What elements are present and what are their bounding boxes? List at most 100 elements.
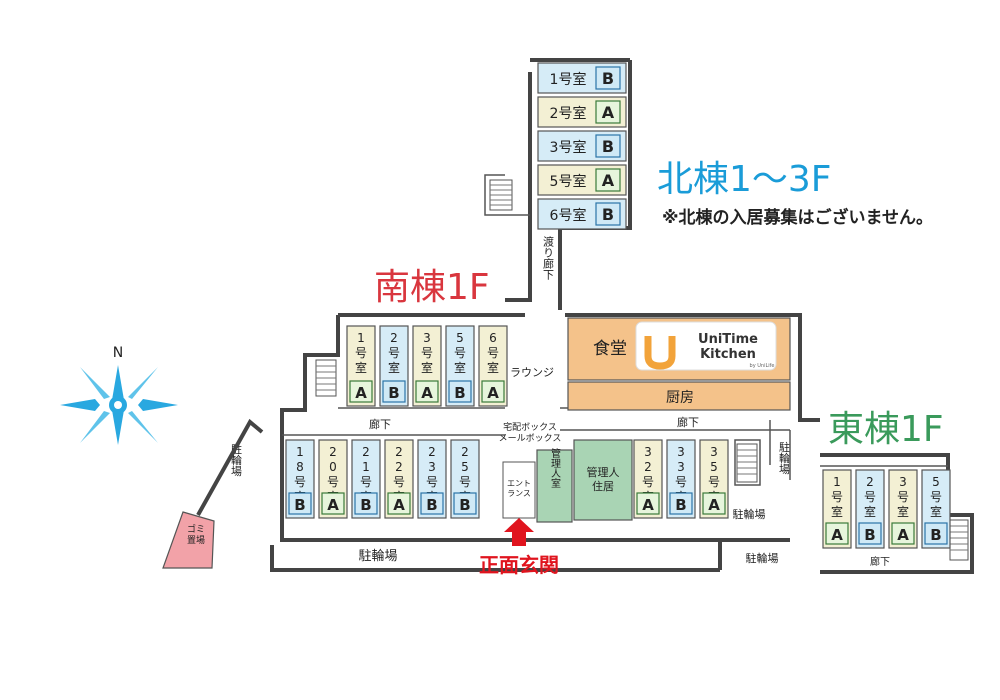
- room-type-label: B: [675, 496, 686, 514]
- garbage-label: ゴミ置場: [187, 523, 205, 546]
- room-type-label: B: [360, 496, 371, 514]
- room-type-label: A: [897, 526, 909, 544]
- room-type-badge: [636, 492, 660, 515]
- room-type-label: A: [421, 384, 433, 402]
- south-lower-room[interactable]: 25号室B: [450, 439, 480, 519]
- room-type-badge: [321, 492, 345, 515]
- south-lower-room[interactable]: 18号室B: [285, 439, 315, 519]
- mailbox-text: 宅配ボックスメールボックス: [499, 421, 562, 444]
- room-label: 1号室: [550, 71, 587, 88]
- main-entrance-label: 正面玄関: [479, 553, 559, 577]
- south-corridor-label: 廊下: [369, 417, 391, 431]
- bike-parking-bottom: 駐輪場: [746, 551, 779, 565]
- south-corridor2-label: 廊下: [677, 415, 699, 429]
- entrance-hall-label: エントランス: [507, 479, 531, 498]
- entrance-hall: [502, 461, 536, 519]
- room-type-badge: [349, 380, 373, 403]
- room-label: 3号室: [550, 139, 587, 156]
- room-type-badge: [924, 522, 948, 545]
- east-corridor-label: 廊下: [870, 555, 890, 568]
- room-type-label: A: [831, 526, 843, 544]
- room-type-badge: [448, 380, 472, 403]
- logo-sub: by UniLife: [750, 363, 775, 369]
- room-type-label: B: [426, 496, 437, 514]
- south-lower-room[interactable]: 20号室A: [318, 439, 348, 519]
- room-type-label: B: [388, 384, 399, 402]
- room-type-badge: [858, 522, 882, 545]
- room-type-badge: [420, 492, 444, 515]
- south-building-title: 南棟1F: [374, 267, 490, 308]
- room-type-label: A: [487, 384, 499, 402]
- south-middle-room[interactable]: 33号室B: [666, 439, 696, 519]
- stairs-icon: [949, 519, 969, 561]
- room-type-badge: [415, 380, 439, 403]
- dining-label: 食堂: [593, 339, 627, 359]
- north-room[interactable]: 2号室 A: [537, 96, 627, 128]
- logo-line2: Kitchen: [700, 347, 756, 362]
- room-type-label: B: [602, 205, 614, 224]
- room-type-badge: [702, 492, 726, 515]
- south-middle-room[interactable]: 35号室A: [699, 439, 729, 519]
- room-type-label: A: [355, 384, 367, 402]
- room-type-badge: [481, 380, 505, 403]
- room-type-badge: [354, 492, 378, 515]
- bike-parking-mid: 駐輪場: [733, 507, 766, 521]
- room-label: 5号室: [550, 173, 587, 190]
- south-lower-room[interactable]: 22号室A: [384, 439, 414, 519]
- entrance-arrow-icon: [504, 518, 534, 546]
- room-type-label: B: [864, 526, 875, 544]
- south-lower-room[interactable]: 23号室B: [417, 439, 447, 519]
- room-type-label: A: [642, 496, 654, 514]
- south-middle-room[interactable]: 32号室A: [633, 439, 663, 519]
- room-type-label: B: [294, 496, 305, 514]
- room-type-badge: [288, 492, 312, 515]
- bike-parking-east: 駐輪場: [778, 440, 791, 475]
- room-type-badge: [595, 168, 621, 192]
- room-type-label: A: [708, 496, 720, 514]
- room-type-badge: [825, 522, 849, 545]
- room-type-label: A: [393, 496, 405, 514]
- room-type-label: A: [602, 103, 615, 122]
- room-type-label: B: [602, 137, 614, 156]
- room-type-label: A: [327, 496, 339, 514]
- lounge-label: ラウンジ: [510, 366, 554, 379]
- north-corridor-label: 渡り廊下: [542, 235, 555, 281]
- north-room[interactable]: 5号室 A: [537, 164, 627, 196]
- room-type-label: B: [454, 384, 465, 402]
- compass-icon: [60, 365, 178, 445]
- room-type-badge: [595, 100, 621, 124]
- north-room[interactable]: 3号室 B: [537, 130, 627, 162]
- room-type-badge: [595, 134, 621, 158]
- room-label: 2号室: [550, 105, 587, 122]
- south-lower-room[interactable]: 21号室B: [351, 439, 381, 519]
- kitchen-room: [567, 381, 791, 411]
- logo-line1: UniTime: [698, 332, 758, 347]
- north-building-notice: ※北棟の入居募集はございません。: [662, 208, 934, 228]
- room-type-label: A: [602, 171, 615, 190]
- manager-residence: [573, 439, 633, 521]
- room-type-badge: [595, 66, 621, 90]
- east-building-title: 東棟1F: [828, 409, 944, 450]
- stairs-icon: [736, 443, 758, 483]
